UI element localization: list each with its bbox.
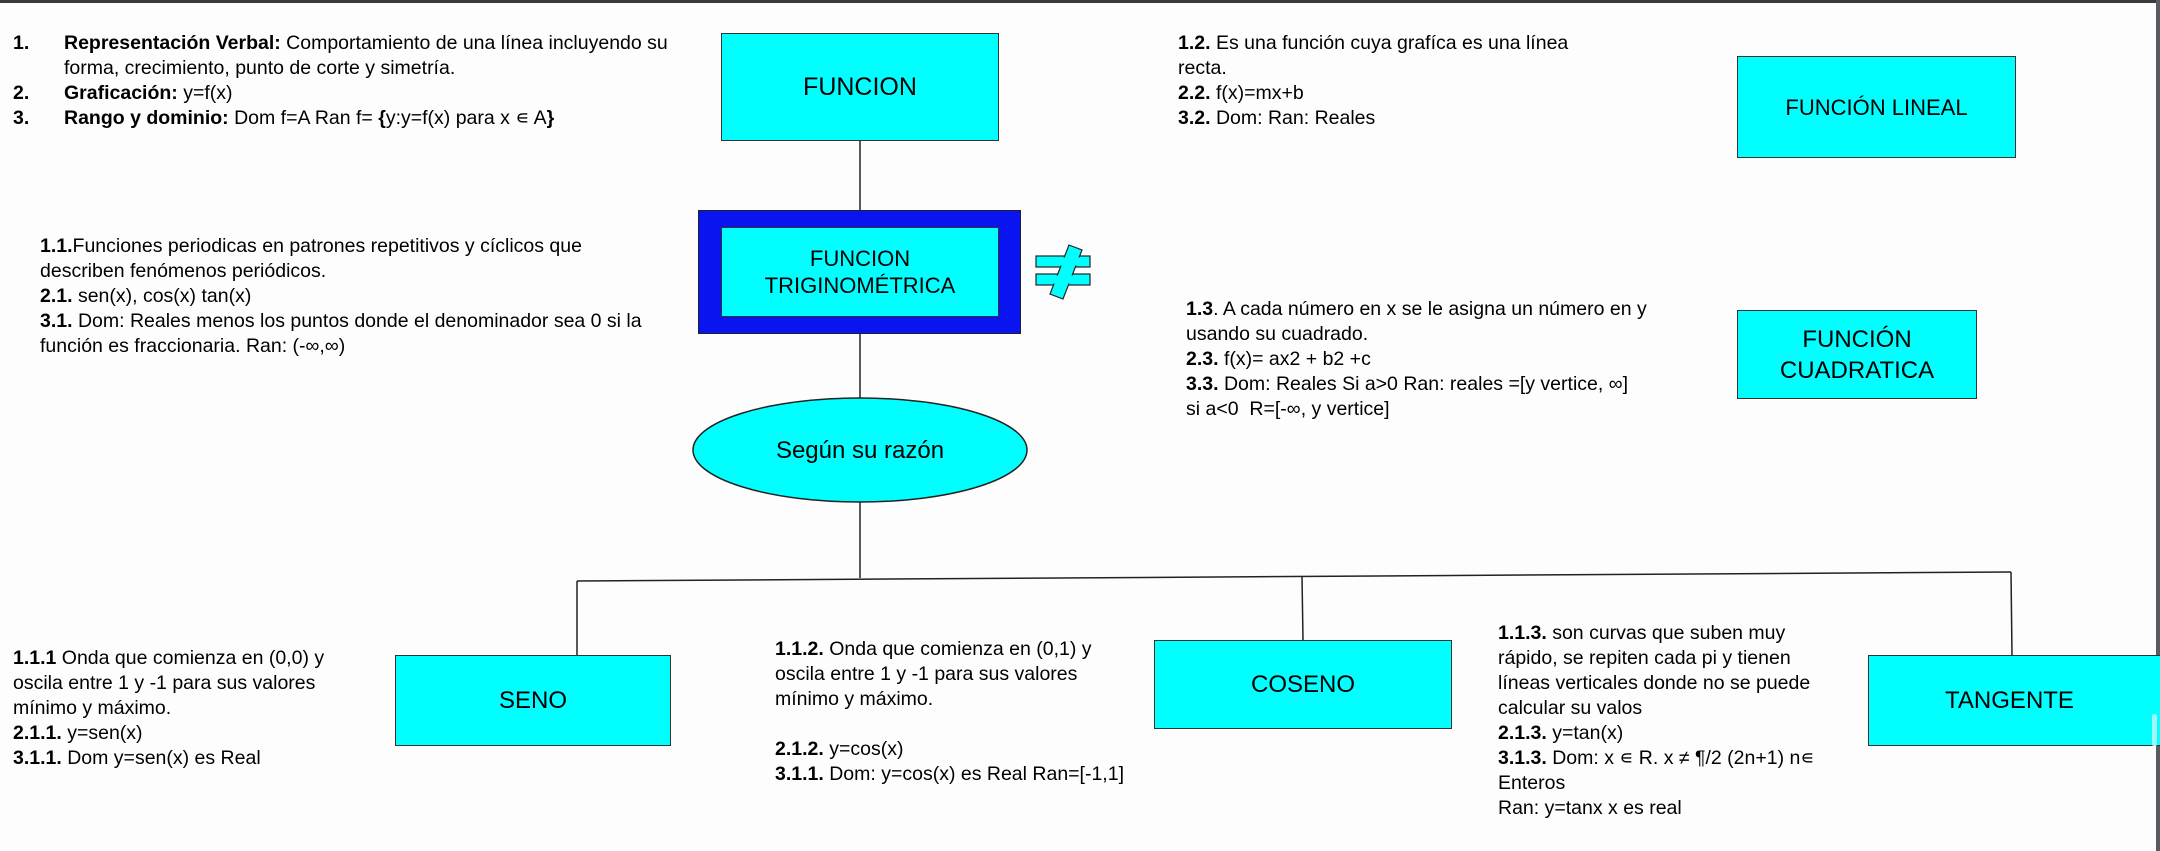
tangent-notes: 1.1.3. son curvas que suben muy rápido, …: [1498, 622, 1815, 819]
general-note-3: 3. Rango y dominio: Dom f=A Ran f= {y:y=…: [13, 107, 555, 129]
linear-node[interactable]: FUNCIÓN LINEAL: [1737, 56, 2016, 158]
general-notes: 1. Representación Verbal: Comportamiento…: [13, 31, 723, 131]
trig-node[interactable]: FUNCION TRIGINOMÉTRICA: [721, 227, 999, 317]
connector-branch-horizontal: [576, 571, 2012, 582]
linear-notes: 1.2. Es una función cuya grafíca es una …: [1178, 32, 1569, 129]
sine-notes: 1.1.1 Onda que comienza en (0,0) y oscil…: [13, 647, 325, 769]
ratio-node[interactable]: Según su razón: [775, 436, 945, 464]
ratio-node-shape: [692, 397, 1028, 503]
cosine-notes: 1.1.2. Onda que comienza en (0,1) y osci…: [775, 638, 1124, 785]
quadratic-notes: 1.3. A cada número en x se le asigna un …: [1186, 298, 1647, 420]
scrollbar-thumb[interactable]: [2152, 714, 2157, 746]
not-equal-icon: [1035, 244, 1091, 300]
general-note-2: 2. Graficación: y=f(x): [13, 82, 233, 104]
general-note-1: 1. Representación Verbal: Comportamiento…: [13, 32, 668, 79]
funcion-node[interactable]: FUNCION: [721, 33, 999, 141]
tangent-node[interactable]: TANGENTE: [1868, 655, 2160, 746]
window-right-border: [2156, 0, 2160, 851]
connector-to-tangent: [2010, 571, 2013, 656]
trig-notes: 1.1.Funciones periodicas en patrones rep…: [40, 235, 642, 357]
cosine-node[interactable]: COSENO: [1154, 640, 1452, 729]
window-top-border: [0, 0, 2160, 3]
connector-to-cosine: [1301, 575, 1304, 641]
quadratic-node[interactable]: FUNCIÓN CUADRATICA: [1737, 310, 1977, 399]
sine-node[interactable]: SENO: [395, 655, 671, 746]
